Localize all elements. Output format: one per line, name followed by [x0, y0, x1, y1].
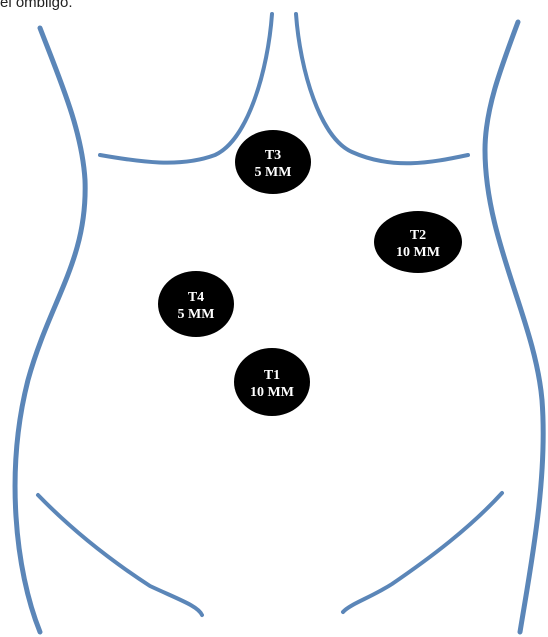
port-t1: T1 10 MM [234, 348, 310, 416]
ports-layer: T3 5 MM T2 10 MM T4 5 MM T1 10 MM [158, 130, 462, 416]
port-t3: T3 5 MM [235, 130, 311, 194]
port-t4: T4 5 MM [158, 271, 234, 337]
port-t4-name: T4 [188, 290, 204, 305]
right-rib-line [296, 14, 468, 163]
port-t2: T2 10 MM [374, 211, 462, 273]
right-groin-line [343, 493, 502, 612]
port-t1-name: T1 [264, 368, 280, 383]
left-groin-line [38, 495, 202, 615]
right-body-outline [485, 22, 543, 632]
port-t3-size: 5 MM [255, 165, 292, 180]
port-t2-name: T2 [410, 228, 426, 243]
port-t3-name: T3 [265, 148, 281, 163]
port-t1-size: 10 MM [250, 385, 294, 400]
left-body-outline [15, 28, 85, 632]
port-t2-size: 10 MM [396, 245, 440, 260]
port-t4-size: 5 MM [178, 307, 215, 322]
